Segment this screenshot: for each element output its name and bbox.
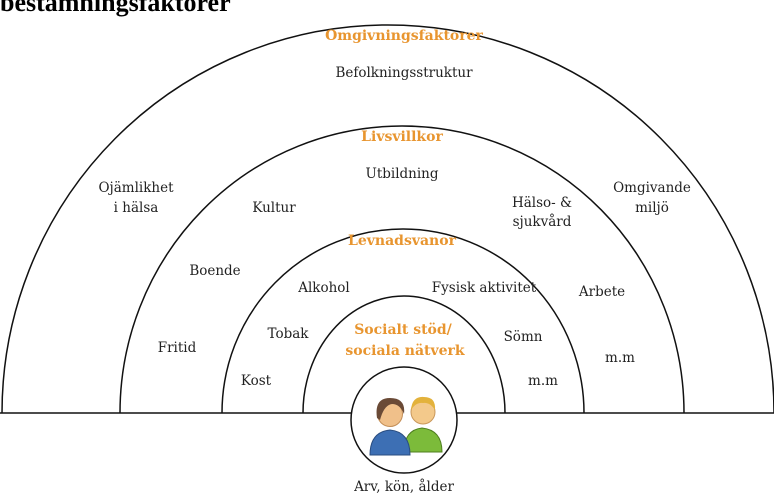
living-item-kultur: Kultur	[252, 200, 296, 216]
habits-item-fysisk-aktivitet: Fysisk aktivitet	[432, 280, 537, 296]
outer-heading: Omgivningsfaktorer	[325, 28, 483, 44]
living-item-fritid: Fritid	[158, 340, 197, 356]
outer-item-ojamlikhet-line1: Ojämlikhet	[98, 180, 174, 196]
living-item-halso-line2: sjukvård	[513, 214, 572, 230]
page-title: bestämningsfaktorer	[0, 0, 231, 17]
people-icon	[369, 396, 443, 456]
habits-item-kost: Kost	[241, 373, 272, 389]
outer-item-omgivande-line2: miljö	[635, 200, 669, 216]
living-item-mm: m.m	[605, 350, 635, 366]
social-arc	[302, 295, 506, 414]
outer-item-omgivande-line1: Omgivande	[613, 180, 691, 196]
outer-arc	[1, 24, 774, 414]
habits-heading: Levnadsvanor	[348, 233, 457, 249]
living-item-halso-line1: Hälso- &	[512, 195, 572, 211]
living-item-utbildning: Utbildning	[365, 166, 438, 182]
living-item-arbete: Arbete	[578, 284, 625, 300]
living-heading: Livsvillkor	[361, 129, 443, 145]
outer-item-ojamlikhet-line2: i hälsa	[114, 200, 159, 216]
core-label: Arv, kön, ålder	[353, 479, 454, 495]
habits-item-somn: Sömn	[504, 329, 543, 345]
social-heading-line2: sociala nätverk	[345, 343, 465, 359]
habits-arc	[221, 228, 585, 414]
living-arc	[119, 125, 685, 414]
habits-item-mm: m.m	[528, 373, 558, 389]
living-item-boende: Boende	[189, 263, 240, 279]
social-heading-line1: Socialt stöd/	[354, 322, 452, 338]
core-circle	[350, 366, 458, 474]
habits-item-tobak: Tobak	[268, 326, 310, 342]
outer-item-befolkningsstruktur: Befolkningsstruktur	[335, 65, 473, 81]
habits-item-alkohol: Alkohol	[297, 280, 350, 296]
